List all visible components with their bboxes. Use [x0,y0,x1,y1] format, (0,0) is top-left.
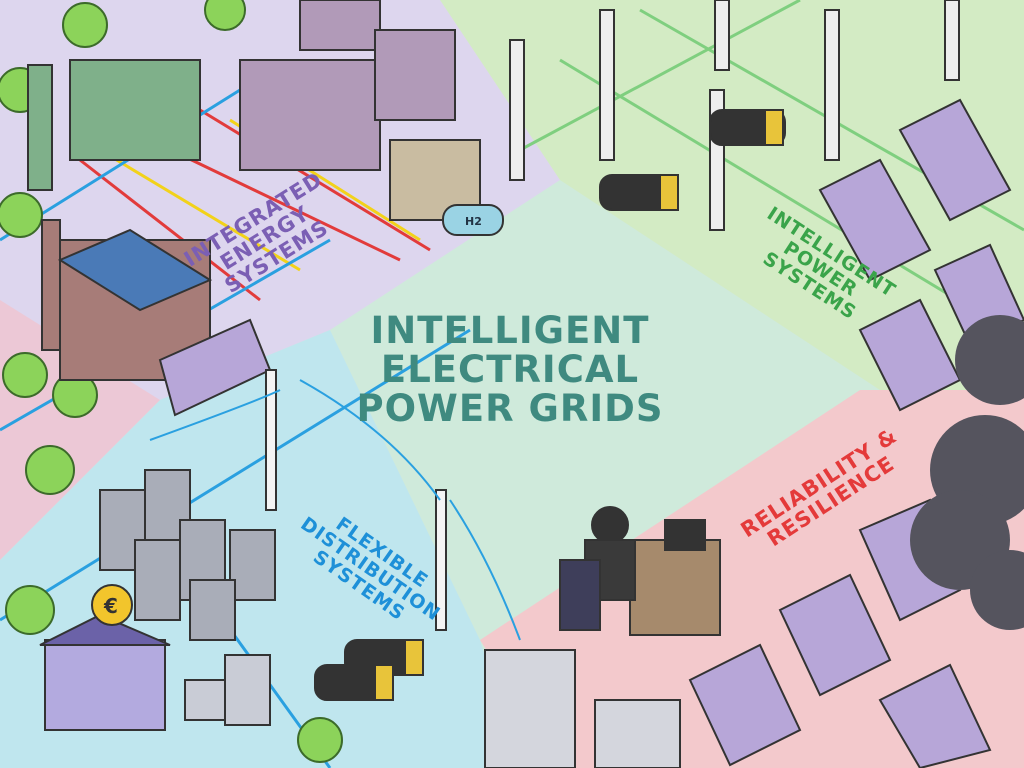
factory [27,59,213,381]
main-title: INTELLIGENT ELECTRICAL POWER GRIDS [356,309,664,430]
data-center-servers [99,469,276,641]
hydrogen-tank: H2 [442,204,504,236]
region-intelligent-power [440,0,1024,390]
trees [0,0,343,763]
batteries [314,109,786,701]
pylons [149,369,521,641]
hacker-at-desk [559,506,721,636]
wind-turbines [509,0,960,231]
euro-coin-symbol: € [103,594,118,618]
desktop-computer [184,654,271,726]
region-reliability [480,390,1024,768]
solar-panels [158,98,1024,768]
hydrogen-tank-label: H2 [465,215,482,228]
smoke-cloud [910,315,1024,630]
bank: € [39,584,171,731]
electrical-cabinets [484,649,681,768]
